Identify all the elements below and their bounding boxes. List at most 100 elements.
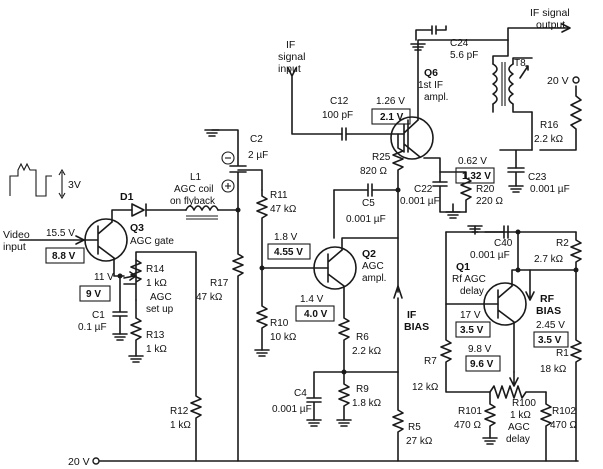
q2-emitter-voltage: 1.4 V xyxy=(300,294,324,305)
c22-name: C22 xyxy=(414,184,433,195)
r13-name: R13 xyxy=(146,330,165,341)
ground-r10 xyxy=(254,349,270,357)
c2-capacitor xyxy=(211,129,247,211)
c40-name: C40 xyxy=(494,238,513,249)
c12-name: C12 xyxy=(330,96,349,107)
q2-desc-1: AGC xyxy=(362,261,384,272)
c4-capacitor xyxy=(306,371,345,421)
r101-value: 470 Ω xyxy=(454,420,481,431)
if-input-label-1: IF xyxy=(286,39,295,51)
if-output-arrow xyxy=(561,23,571,33)
r20-resistor xyxy=(439,171,472,213)
q1-base-box xyxy=(455,321,491,338)
t8-secondary-leads xyxy=(512,57,533,113)
ground-c24 xyxy=(410,43,426,51)
l1-name: L1 xyxy=(190,172,202,183)
r17-name: R17 xyxy=(210,278,229,289)
q3-name: Q3 xyxy=(130,222,144,234)
d1-diode xyxy=(131,203,147,217)
c24-value: 5.6 pF xyxy=(450,50,478,61)
c23-value: 0.001 µF xyxy=(530,184,570,195)
r5-name: R5 xyxy=(408,422,421,433)
r100-wiper xyxy=(509,371,519,387)
q3-base-box-voltage: 8.8 V xyxy=(52,251,76,262)
supply-terminal-top xyxy=(572,76,580,84)
r101-resistor xyxy=(484,391,496,439)
rf-bias-box-voltage: 3.5 V xyxy=(538,335,562,346)
c1-name: C1 xyxy=(92,310,105,321)
supply-bottom-label: 20 V xyxy=(68,456,90,468)
r6-name: R6 xyxy=(356,332,369,343)
q6-emitter-box-voltage: 1.32 V xyxy=(462,171,491,182)
r20-name: R20 xyxy=(476,184,495,195)
r11-name: R11 xyxy=(270,190,288,201)
q6-transistor-leads xyxy=(403,119,421,158)
q3-emitter-wire xyxy=(113,257,125,277)
c23-name: C23 xyxy=(528,172,547,183)
rf-bias-label-1: RF xyxy=(540,293,555,305)
r10-name: R10 xyxy=(270,318,289,329)
r10-value: 10 kΩ xyxy=(270,332,297,343)
if-input-label-2: signal xyxy=(278,51,305,63)
q2-base-voltage: 1.8 V xyxy=(274,232,298,243)
agc-coil-label-2: on flyback xyxy=(170,196,216,207)
r1-value: 18 kΩ xyxy=(540,364,567,375)
q3-base-box xyxy=(45,247,85,264)
r2-resistor xyxy=(570,231,582,271)
l1-core xyxy=(186,215,218,220)
r14-potentiometer xyxy=(123,259,142,301)
r14-desc-2: set up xyxy=(146,304,174,315)
c2-value: 2 µF xyxy=(248,150,268,161)
q2-base-box xyxy=(267,243,311,260)
q1-transistor-leads xyxy=(497,285,515,323)
q1-desc-1: Rf AGC xyxy=(452,274,486,285)
r102-resistor xyxy=(540,391,552,462)
r7-value: 12 kΩ xyxy=(412,382,439,393)
r101-name: R101 xyxy=(458,406,482,417)
r7-resistor xyxy=(440,231,491,393)
ground-r101 xyxy=(482,437,498,445)
if-bias-arrow xyxy=(393,285,403,299)
r16-name: R16 xyxy=(540,120,559,131)
q6-transistor-symbol xyxy=(390,116,434,160)
q6-emitter-voltage: 0.62 V xyxy=(458,156,487,167)
ground-c2 xyxy=(204,129,220,137)
r100-value: 1 kΩ xyxy=(510,410,531,421)
if-input-wire xyxy=(287,67,343,135)
q6-emitter-box xyxy=(455,167,495,184)
r2-name: R2 xyxy=(556,238,569,249)
q1-emitter-box-voltage: 9.6 V xyxy=(470,359,494,370)
r14-wiper xyxy=(123,271,137,281)
if-output-label-1: IF signal xyxy=(530,7,570,19)
d1-name: D1 xyxy=(120,191,134,203)
q6-emitter-wire xyxy=(423,157,441,173)
q3-base-voltage: 15.5 V xyxy=(46,228,75,239)
if-bias-label-1: IF xyxy=(407,309,417,321)
r25-value: 820 Ω xyxy=(360,166,387,177)
r102-name: R102 xyxy=(552,406,576,417)
q6-base-voltage: 1.26 V xyxy=(376,96,405,107)
r11-resistor xyxy=(256,189,268,269)
r17-value: 47 kΩ xyxy=(196,292,223,303)
q1-emitter-box xyxy=(465,355,501,372)
r25-name: R25 xyxy=(372,152,391,163)
rf-bias-arrow xyxy=(525,269,535,301)
pulse-amplitude-label: 3V xyxy=(68,179,81,191)
ground-c4 xyxy=(306,419,322,427)
rf-bias-voltage: 2.45 V xyxy=(536,320,565,331)
q6-base-box-voltage: 2.1 V xyxy=(380,112,404,123)
q3-desc: AGC gate xyxy=(130,236,174,247)
r12-value: 1 kΩ xyxy=(170,420,191,431)
c2-plus-marker xyxy=(221,179,235,193)
c22-value: 0.001 µF xyxy=(400,196,440,207)
r102-value: 470 Ω xyxy=(550,420,577,431)
c23-wire xyxy=(499,149,533,169)
q1-name: Q1 xyxy=(456,261,470,273)
r11-top-wire xyxy=(237,169,263,191)
q2-transistor-leads xyxy=(327,249,345,287)
video-input-label-1: Video xyxy=(3,229,30,241)
q2-base-box-voltage: 4.55 V xyxy=(274,247,303,258)
r6-resistor xyxy=(338,285,350,373)
r1-resistor xyxy=(570,269,582,462)
